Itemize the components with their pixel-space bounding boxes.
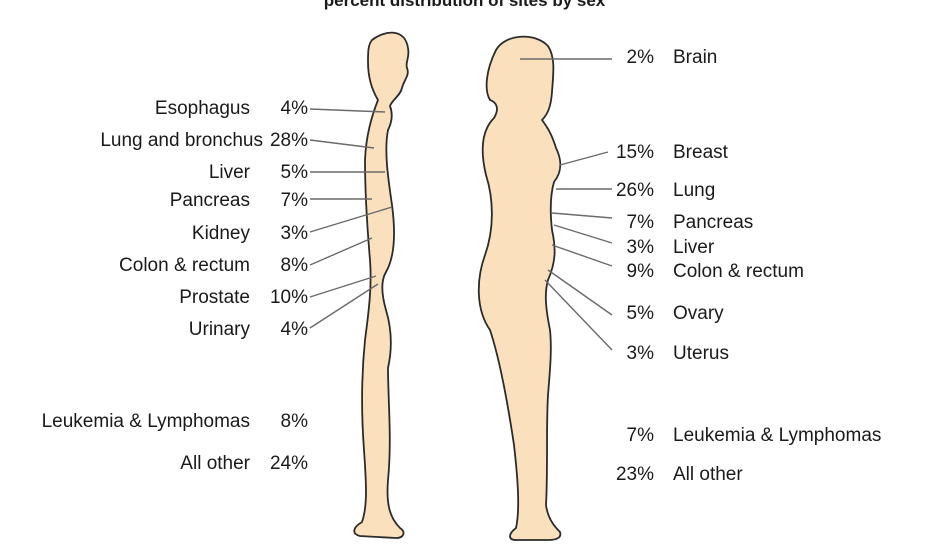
female-leader-lines xyxy=(520,58,613,351)
male-site-pct: 8% xyxy=(280,255,308,276)
female-silhouette xyxy=(477,35,562,541)
female-site-pct: 7% xyxy=(626,212,654,233)
female-site-pct: 3% xyxy=(626,343,654,364)
female-site-name: Uterus xyxy=(673,343,729,364)
male-site-name: All other xyxy=(180,453,250,474)
female-site-name: Brain xyxy=(673,47,718,68)
male-site-name: Esophagus xyxy=(154,98,250,119)
female-site-name: Breast xyxy=(673,142,728,163)
female-site-name: Liver xyxy=(673,237,715,258)
female-site-name: Lung xyxy=(673,180,716,201)
male-site-pct: 5% xyxy=(280,162,308,183)
male-site-pct: 10% xyxy=(269,287,308,308)
male-site-pct: 4% xyxy=(280,319,308,340)
male-site-pct: 28% xyxy=(269,130,308,151)
male-site-pct: 3% xyxy=(280,223,308,244)
male-site-name: Colon & rectum xyxy=(119,255,250,276)
female-site-name: Ovary xyxy=(673,303,724,324)
male-site-name: Pancreas xyxy=(169,190,250,211)
female-site-name: Colon & rectum xyxy=(673,261,804,282)
male-silhouette xyxy=(353,31,410,539)
female-site-pct: 23% xyxy=(615,464,654,485)
male-site-name: Lung and bronchus xyxy=(100,130,263,151)
male-leader-lines xyxy=(309,108,393,329)
male-site-name: Urinary xyxy=(188,319,250,340)
male-site-name: Kidney xyxy=(191,223,250,244)
diagram-title: percent distribution of sites by sex xyxy=(323,0,606,10)
female-site-pct: 5% xyxy=(626,303,654,324)
male-site-name: Leukemia & Lymphomas xyxy=(41,411,250,432)
male-site-pct: 7% xyxy=(280,190,308,211)
female-site-name: All other xyxy=(673,464,743,485)
female-site-pct: 2% xyxy=(626,47,654,68)
female-site-pct: 15% xyxy=(615,142,654,163)
female-site-pct: 26% xyxy=(615,180,654,201)
male-site-name: Liver xyxy=(208,162,250,183)
male-site-name: Prostate xyxy=(179,287,250,308)
male-site-pct: 24% xyxy=(269,453,308,474)
male-site-pct: 4% xyxy=(280,98,308,119)
female-site-pct: 7% xyxy=(626,425,654,446)
female-site-pct: 9% xyxy=(626,261,654,282)
female-site-name: Pancreas xyxy=(673,212,754,233)
female-site-pct: 3% xyxy=(626,237,654,258)
female-site-name: Leukemia & Lymphomas xyxy=(673,425,882,446)
male-site-pct: 8% xyxy=(280,411,308,432)
